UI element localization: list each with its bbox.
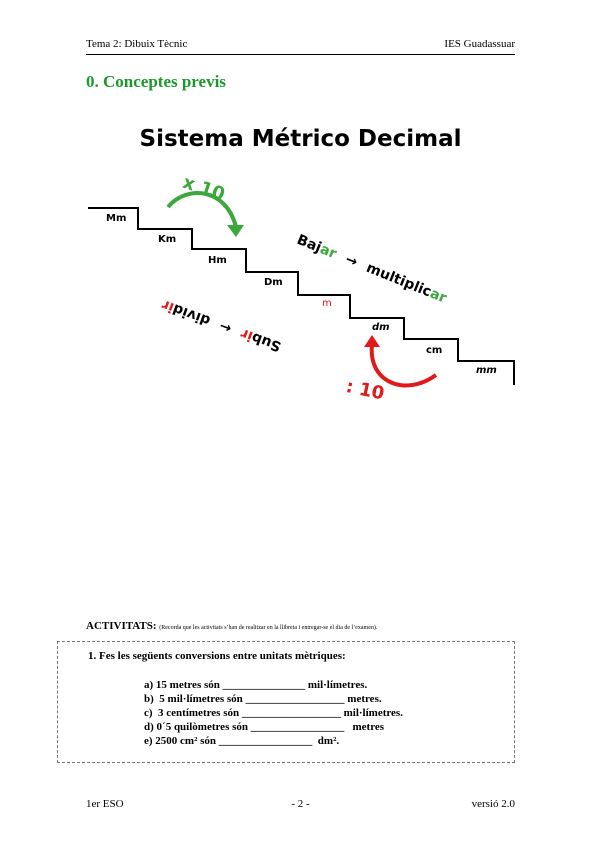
divid-pre: divid	[171, 300, 213, 328]
activities-label: ACTIVITATS:	[86, 620, 157, 632]
unit-km: Km	[158, 234, 176, 245]
header-right: IES Guadassuar	[444, 38, 515, 50]
page-footer: 1er ESO - 2 - versió 2.0	[86, 798, 515, 812]
page-number: - 2 -	[291, 798, 310, 810]
page-header: Tema 2: Dibuix Tècnic IES Guadassuar	[86, 36, 515, 55]
footer-left: 1er ESO	[86, 798, 124, 810]
unit-mm-small: mm	[476, 365, 497, 376]
stairs-line	[88, 207, 515, 385]
exercise-item: e) 2500 cm² són _________________ dm².	[144, 735, 340, 747]
header-left: Tema 2: Dibuix Tècnic	[86, 38, 188, 50]
unit-m: m	[322, 298, 332, 309]
multiplic-pre: multiplic	[364, 260, 434, 301]
unit-dm-small: dm	[372, 322, 390, 333]
exercise-item: b) 5 mil·límetres són __________________…	[144, 693, 382, 705]
exercise-question: 1. Fes les següents conversions entre un…	[88, 650, 346, 662]
section-title: 0. Conceptes previs	[86, 72, 226, 91]
multiply-label: x 10	[180, 175, 227, 205]
unit-hm: Hm	[208, 255, 227, 266]
bajar-suffix: ar	[318, 241, 339, 262]
unit-mm-big: Mm	[106, 213, 126, 224]
multiply-arrow	[166, 191, 238, 228]
figure-title: Sistema Métrico Decimal	[139, 126, 462, 152]
subir-arrow: ←	[217, 317, 233, 336]
exercise-item: a) 15 metres són _______________ mil·lím…	[144, 679, 368, 691]
activities-heading: ACTIVITATS: (Recorda que les activitats …	[86, 620, 377, 632]
footer-right: versió 2.0	[471, 798, 515, 810]
divide-label: : 10	[344, 376, 386, 405]
activities-note: (Recorda que les activitats s’han de rea…	[159, 625, 378, 631]
exercise-items: a) 15 metres són _______________ mil·lím…	[144, 678, 403, 748]
divid-suffix: ir	[160, 296, 177, 315]
subir-dividir-text: Subir ← dividir	[160, 296, 284, 354]
bajar-arrow: →	[343, 251, 360, 270]
metric-stairs-diagram: Mm Km Hm Dm m dm cm mm x 10 : 10 Bajar →…	[88, 175, 515, 405]
exercise-box: 1. Fes les següents conversions entre un…	[57, 641, 515, 763]
exercise-item: c) 3 centímetres són __________________ …	[144, 707, 403, 719]
unit-dm-big: Dm	[264, 277, 283, 288]
multiply-arrowhead	[227, 225, 244, 237]
divide-arrowhead	[364, 335, 380, 347]
multiplic-suffix: ar	[428, 286, 449, 307]
unit-cm: cm	[426, 345, 442, 356]
divide-arrow	[369, 344, 438, 388]
exercise-item: d) 0´5 quilòmetres són _________________…	[144, 721, 385, 733]
